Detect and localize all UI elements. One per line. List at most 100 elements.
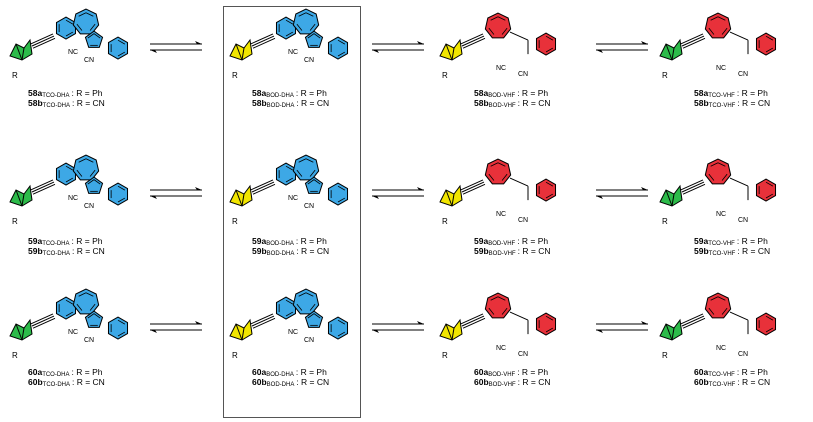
r0c2-alkyne-2 [462, 37, 486, 49]
r0c3-heptagon-bond [708, 27, 715, 35]
r1c1-heptagon-bond [298, 158, 307, 163]
compound-number: 59a [252, 236, 267, 246]
r2c1-heptagon-bond [305, 292, 314, 297]
r0c2-alkyne [461, 35, 485, 47]
r2c1-heptagon-bond [296, 303, 303, 311]
r0c0-heptagon-bond [76, 23, 83, 31]
eq-arrow-r0-1-fwd-head [417, 41, 424, 44]
r2c1-heptagon-bond [309, 303, 316, 311]
r2c3-heptagon-bond [708, 307, 715, 315]
compound-subscript: BOD-DHA [266, 103, 295, 109]
r1c1-alkyne-2 [252, 183, 276, 195]
r0c3-vinyl [729, 31, 749, 41]
r0c2-cage-bridge2 [451, 47, 455, 61]
compound-number: 59b [694, 246, 709, 256]
compound-number: 59b [252, 246, 267, 256]
r0c2-phenyl-bond [545, 47, 554, 53]
r2c1-alkyne [251, 315, 275, 327]
r2c3-alkyne [681, 315, 705, 327]
r2c1-nc: NC [288, 329, 298, 336]
r1c2-cn: CN [518, 217, 528, 224]
r0c0-pentagon-bond [93, 33, 101, 39]
r1c3-phenyl-bond [765, 193, 774, 199]
r2c0-heptagon-bond [76, 303, 83, 311]
r2c1-pentagon-bond [313, 313, 321, 319]
compound-subscript: TCO-DHA [42, 93, 70, 99]
compound-subscript: TCO-VHF [708, 372, 735, 378]
r1c0-cn: CN [84, 203, 94, 210]
r1c3-heptagon-bond [721, 173, 728, 181]
eq-arrow-r0-0-fwd-head [195, 41, 202, 44]
r2c2-heptagon-bond [497, 296, 506, 301]
r2c0-heptagon-bond [78, 292, 87, 297]
r2c0-cage-bridge [15, 323, 23, 341]
r1c2-heptagon-bond [501, 173, 508, 181]
r0c0-nc: NC [68, 49, 78, 56]
r0c1-pentagon-bond [313, 33, 321, 39]
substituent-definition: : R = Ph [71, 236, 103, 246]
r2c0-nc: NC [68, 329, 78, 336]
r2c0-R: R [12, 351, 18, 360]
r2c0-alkyne [31, 315, 55, 327]
compound-subscript: TCO-VHF [708, 93, 735, 99]
r2c2-phenyl-bond [545, 315, 554, 321]
r1c2-heptagon-bond [497, 162, 506, 167]
compound-subscript: TCO-DHA [42, 251, 70, 257]
compound-label: 59aBOD-DHA: R = Ph [252, 236, 327, 249]
r1c1-cage-bridge [235, 189, 243, 207]
r1c0-benzene-bond [65, 165, 74, 171]
compound-subscript: TCO-VHF [708, 251, 736, 257]
r2c2-cage-bridge [445, 323, 453, 341]
r0c0-cage-bridge2 [21, 47, 25, 61]
r2c1-heptagon-bond [298, 292, 307, 297]
substituent-definition: : R = CN [296, 377, 330, 387]
r1c2-cage-bridge2 [451, 193, 455, 207]
r1c1-pentagon-bond [307, 179, 315, 185]
r1c0-heptagon-bond [78, 158, 87, 163]
r0c0-benzene-bond [65, 31, 74, 37]
compound-number: 58a [252, 88, 267, 98]
compound-number: 60a [474, 367, 489, 377]
r0c1-heptagon-bond [296, 23, 303, 31]
r2c3-alkyne-3 [680, 313, 704, 325]
eq-arrow-r2-1-rev-head [372, 330, 379, 333]
substituent-definition: : R = Ph [517, 88, 549, 98]
r1c3-phenyl-bond [765, 181, 774, 187]
r2c1-cage-bridge2 [241, 327, 245, 341]
r0c3-cage-bridge2 [671, 47, 675, 61]
compound-number: 60b [694, 377, 709, 387]
r1c2-phenyl-bond [545, 193, 554, 199]
r2c1-cn: CN [304, 337, 314, 344]
substituent-definition: : R = CN [72, 98, 105, 108]
compound-number: 58b [28, 98, 43, 108]
r2c0-alkyne-3 [30, 313, 54, 325]
compound-number: 58a [694, 88, 709, 98]
substituent-definition: : R = CN [296, 98, 330, 108]
r0c3-alkyne [681, 35, 705, 47]
compound-number: 58b [252, 98, 267, 108]
compound-number: 59b [28, 246, 43, 256]
r1c1-pentagon-bond [313, 179, 321, 185]
compound-subscript: BOD-DHA [266, 251, 295, 257]
substituent-definition: : R = Ph [736, 236, 768, 246]
r1c2-R: R [442, 217, 448, 226]
compound-label: 59bBOD-VHF: R = CN [474, 246, 550, 259]
compound-label: 58bBOD-DHA: R = CN [252, 98, 329, 111]
eq-arrow-r1-0-rev-head [150, 196, 157, 199]
r1c1-benzene-bond [285, 177, 294, 183]
r1c3-alkyne-2 [682, 183, 706, 195]
r0c1-cage-bridge [235, 43, 243, 61]
compound-label: 60bBOD-VHF: R = CN [474, 377, 550, 390]
r2c0-benzene-bond [65, 311, 74, 317]
r0c2-R: R [442, 71, 448, 80]
r2c1-benzene-bond [285, 299, 294, 305]
compound-subscript: TCO-VHF [708, 103, 736, 109]
r2c3-nc: NC [716, 345, 726, 352]
r1c1-heptagon-bond [309, 169, 316, 177]
r0c0-heptagon-bond [78, 12, 87, 17]
r1c1-heptagon-bond [296, 169, 303, 177]
r2c0-benzene-bond [65, 299, 74, 305]
compound-number: 58a [28, 88, 43, 98]
compound-subscript: BOD-VHF [488, 372, 516, 378]
r0c1-pentagon-bond [307, 33, 315, 39]
